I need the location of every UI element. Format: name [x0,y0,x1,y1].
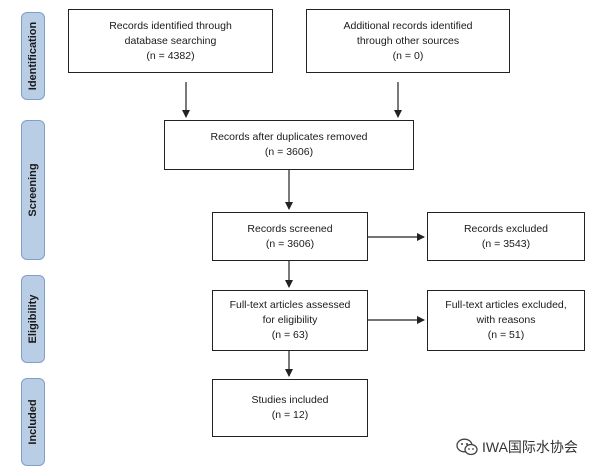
box-records-identified-line2: database searching [124,34,217,47]
box-studies-included-count: (n = 12) [271,409,309,421]
box-records-screened: Records screened (n = 3606) [212,212,368,261]
box-duplicates-removed-count: (n = 3606) [264,146,314,158]
watermark: IWA国际水协会 [456,437,578,457]
box-studies-included-line1: Studies included [251,394,329,406]
box-records-identified-count: (n = 4382) [146,49,195,62]
box-fulltext-assessed-line2: for eligibility [262,314,318,326]
box-fulltext-excluded: Full-text articles excluded, with reason… [427,290,585,351]
box-records-identified: Records identified through database sear… [68,9,273,73]
box-records-excluded-count: (n = 3543) [481,237,531,250]
box-records-identified-line1: Records identified through [109,19,232,32]
box-additional-records-line1: Additional records identified [343,19,473,32]
box-fulltext-assessed-line1: Full-text articles assessed [229,299,351,311]
stage-eligibility: Eligibility [21,275,45,363]
box-additional-records-line2: through other sources [356,34,460,47]
box-records-screened-line1: Records screened [247,222,333,235]
box-duplicates-removed-line1: Records after duplicates removed [210,131,368,143]
box-fulltext-assessed: Full-text articles assessed for eligibil… [212,290,368,351]
watermark-text: IWA国际水协会 [482,439,578,455]
box-additional-records-count: (n = 0) [392,49,424,62]
stage-included: Included [21,378,45,466]
box-records-screened-count: (n = 3606) [265,237,315,250]
box-fulltext-excluded-line2: with reasons [476,314,536,326]
box-records-excluded-line1: Records excluded [463,222,549,235]
box-duplicates-removed: Records after duplicates removed (n = 36… [164,120,414,170]
box-additional-records: Additional records identified through ot… [306,9,510,73]
stage-screening: Screening [21,120,45,260]
box-fulltext-assessed-count: (n = 63) [271,329,309,341]
wechat-icon [456,438,478,456]
stage-identification: Identification [21,12,45,100]
box-records-excluded: Records excluded (n = 3543) [427,212,585,261]
box-studies-included: Studies included (n = 12) [212,379,368,437]
box-fulltext-excluded-count: (n = 51) [487,329,525,341]
box-fulltext-excluded-line1: Full-text articles excluded, [445,299,567,311]
